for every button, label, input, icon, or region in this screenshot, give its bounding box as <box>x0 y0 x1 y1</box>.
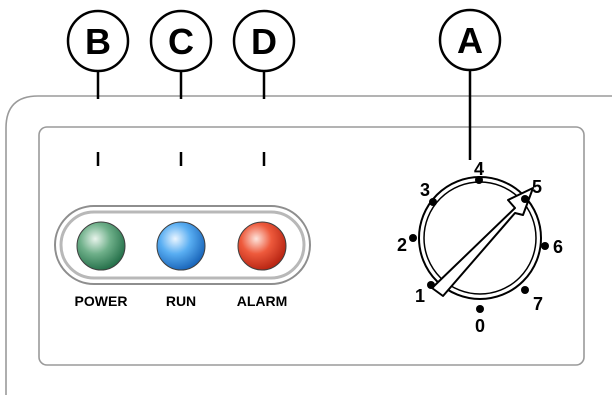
dial-marker-6 <box>541 242 549 250</box>
alarm-label: ALARM <box>237 293 288 309</box>
dial-marker-0 <box>476 305 484 313</box>
dial-marker-3 <box>429 198 437 206</box>
dial-marker-2 <box>409 234 417 242</box>
dial-position-0: 0 <box>475 316 485 336</box>
dial-position-2: 2 <box>397 235 407 255</box>
dial-position-3: 3 <box>420 180 430 200</box>
callout-c: C <box>149 9 213 73</box>
panel-housing <box>5 95 612 395</box>
dial-marker-7 <box>521 286 529 294</box>
dial-marker-4 <box>475 176 483 184</box>
callout-d-label: D <box>251 21 277 62</box>
run-label: RUN <box>166 293 196 309</box>
callout-b-label: B <box>85 21 111 62</box>
dial-marker-5 <box>521 195 529 203</box>
dial-pointer[interactable] <box>431 187 534 297</box>
panel-faceplate <box>38 126 585 366</box>
callout-a-label: A <box>457 20 483 61</box>
dial-position-1: 1 <box>415 286 425 306</box>
dial-position-4: 4 <box>474 159 484 179</box>
power-led <box>76 221 126 271</box>
dial-position-7: 7 <box>533 294 543 314</box>
rotary-selector[interactable] <box>418 176 542 300</box>
dial-markers <box>409 176 549 313</box>
callout-c-label: C <box>168 21 194 62</box>
dial-marker-1 <box>427 281 435 289</box>
callout-a: A <box>438 8 502 72</box>
power-label: POWER <box>75 293 128 309</box>
dial-position-6: 6 <box>553 237 563 257</box>
callout-b: B <box>66 9 130 73</box>
alarm-led <box>237 221 287 271</box>
dial-position-5: 5 <box>532 177 542 197</box>
run-led <box>156 221 206 271</box>
callout-d: D <box>232 9 296 73</box>
